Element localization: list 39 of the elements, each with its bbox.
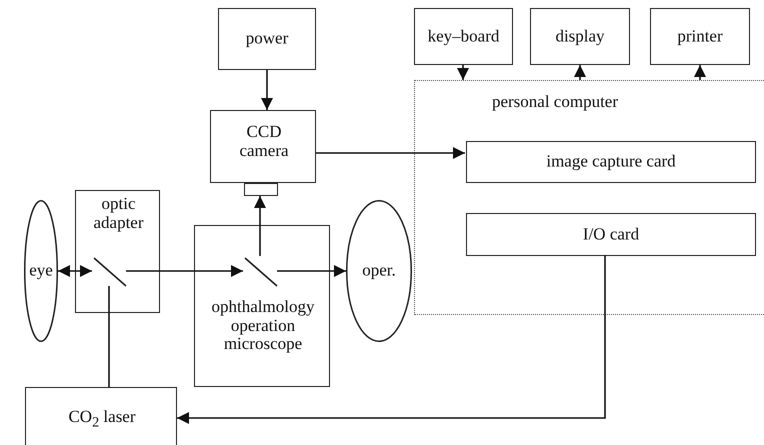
camera-port (244, 183, 278, 196)
node-label: CCD camera (238, 123, 290, 160)
node-label: printer (676, 27, 724, 46)
node-label: image capture card (545, 152, 677, 172)
power-box (218, 8, 316, 70)
camera-box (210, 110, 316, 183)
operation-ellipse (346, 200, 412, 342)
arrow (694, 65, 706, 80)
arrow (457, 65, 469, 80)
arrow (254, 196, 266, 256)
mirror-symbol (93, 257, 127, 287)
arrow (277, 265, 346, 277)
arrow (177, 255, 606, 424)
computer-frame (414, 80, 764, 315)
display-box (530, 8, 630, 65)
adapter-box (75, 190, 160, 313)
arrow (261, 70, 273, 110)
laser-box (25, 387, 177, 445)
node-label: CO$_{2}$ laser (67, 408, 137, 431)
arrow (574, 65, 586, 80)
node-label: display (554, 27, 606, 46)
keyboard-box (414, 8, 513, 65)
arrow (126, 265, 243, 277)
node-label: power (244, 30, 290, 48)
arrow (58, 265, 92, 277)
node-label: personal computer (490, 93, 620, 112)
eye-ellipse (24, 200, 58, 342)
node-label: optic adapter (92, 195, 145, 232)
node-label: ophthalmology operation microscope (210, 298, 316, 354)
node-label: eye (28, 262, 54, 280)
mirror-symbol (244, 257, 278, 287)
microscope-box (194, 225, 330, 387)
node-label: key–board (426, 27, 500, 46)
capture-card-box (466, 141, 756, 183)
printer-box (650, 8, 750, 65)
arrow (316, 147, 465, 159)
io-card-box (466, 213, 756, 256)
node-label: oper. (361, 262, 397, 280)
node-label: I/O card (582, 225, 640, 244)
